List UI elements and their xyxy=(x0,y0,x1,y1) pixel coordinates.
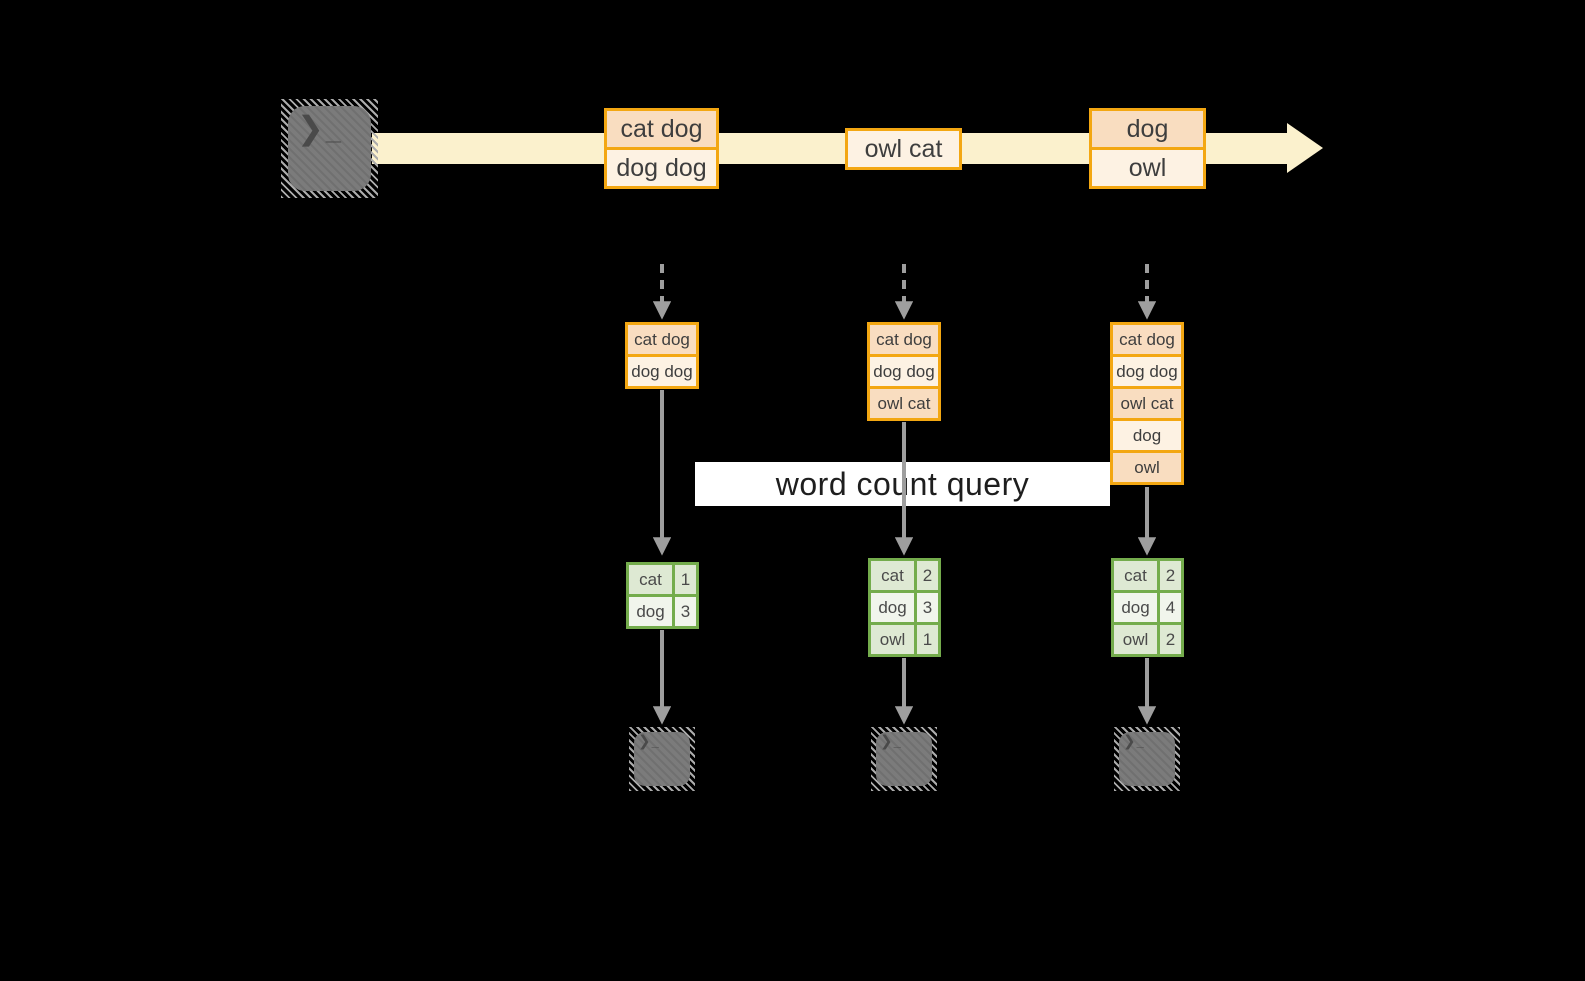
prompt-chevron: ❯ xyxy=(297,110,324,146)
prompt-chevron: ❯ xyxy=(880,733,893,750)
count-word-cell: owl xyxy=(1114,625,1157,654)
prompt-underscore: _ xyxy=(325,115,341,145)
state-row: owl cat xyxy=(1113,386,1181,418)
prompt-underscore: _ xyxy=(1136,734,1144,749)
state-box-2: cat dog dog dog owl cat xyxy=(867,322,941,421)
count-value-cell: 3 xyxy=(917,593,938,622)
stream-event-row: dog dog xyxy=(607,147,716,186)
count-value-cell: 1 xyxy=(917,625,938,654)
count-value-cell: 4 xyxy=(1160,593,1181,622)
word-count-table-2: cat 2 dog 3 owl 1 xyxy=(868,558,941,657)
count-word-cell: cat xyxy=(629,565,672,594)
count-value-cell: 1 xyxy=(675,565,696,594)
state-box-1: cat dog dog dog xyxy=(625,322,699,389)
terminal-prompt-icon: ❯ _ xyxy=(1123,732,1144,750)
state-row: cat dog xyxy=(1113,325,1181,354)
stream-event-box-3: dog owl xyxy=(1089,108,1206,189)
stream-event-box-1: cat dog dog dog xyxy=(604,108,719,189)
state-row: dog dog xyxy=(870,354,938,386)
consumer-terminal-icon-1: ❯ _ xyxy=(629,727,695,791)
state-row: dog xyxy=(1113,418,1181,450)
stream-event-row: dog xyxy=(1092,111,1203,147)
count-value-cell: 2 xyxy=(1160,625,1181,654)
state-row: owl cat xyxy=(870,386,938,418)
stream-event-box-2: owl cat xyxy=(845,128,962,170)
count-word-cell: cat xyxy=(871,561,914,590)
terminal-body xyxy=(288,106,371,191)
prompt-underscore: _ xyxy=(651,734,659,749)
prompt-chevron: ❯ xyxy=(1123,733,1136,750)
prompt-underscore: _ xyxy=(893,734,901,749)
stream-arrowhead xyxy=(1287,123,1323,173)
count-word-cell: dog xyxy=(629,597,672,626)
stream-event-row: cat dog xyxy=(607,111,716,147)
stream-event-row: owl xyxy=(1092,147,1203,186)
word-count-table-1: cat 1 dog 3 xyxy=(626,562,699,629)
terminal-prompt-icon: ❯ _ xyxy=(297,109,341,147)
consumer-terminal-icon-3: ❯ _ xyxy=(1114,727,1180,791)
producer-terminal-icon: ❯ _ xyxy=(281,99,378,198)
state-box-3: cat dog dog dog owl cat dog owl xyxy=(1110,322,1184,485)
word-count-table-3: cat 2 dog 4 owl 2 xyxy=(1111,558,1184,657)
prompt-chevron: ❯ xyxy=(638,733,651,750)
terminal-body xyxy=(634,732,690,786)
state-row: cat dog xyxy=(870,325,938,354)
stream-event-row: owl cat xyxy=(848,131,959,167)
count-word-cell: dog xyxy=(871,593,914,622)
state-row: dog dog xyxy=(628,354,696,386)
terminal-prompt-icon: ❯ _ xyxy=(880,732,901,750)
terminal-body xyxy=(1119,732,1175,786)
count-word-cell: cat xyxy=(1114,561,1157,590)
count-word-cell: dog xyxy=(1114,593,1157,622)
consumer-terminal-icon-2: ❯ _ xyxy=(871,727,937,791)
state-row: owl xyxy=(1113,450,1181,482)
terminal-body xyxy=(876,732,932,786)
terminal-prompt-icon: ❯ _ xyxy=(638,732,659,750)
state-row: cat dog xyxy=(628,325,696,354)
count-value-cell: 3 xyxy=(675,597,696,626)
count-word-cell: owl xyxy=(871,625,914,654)
state-row: dog dog xyxy=(1113,354,1181,386)
count-value-cell: 2 xyxy=(1160,561,1181,590)
count-value-cell: 2 xyxy=(917,561,938,590)
